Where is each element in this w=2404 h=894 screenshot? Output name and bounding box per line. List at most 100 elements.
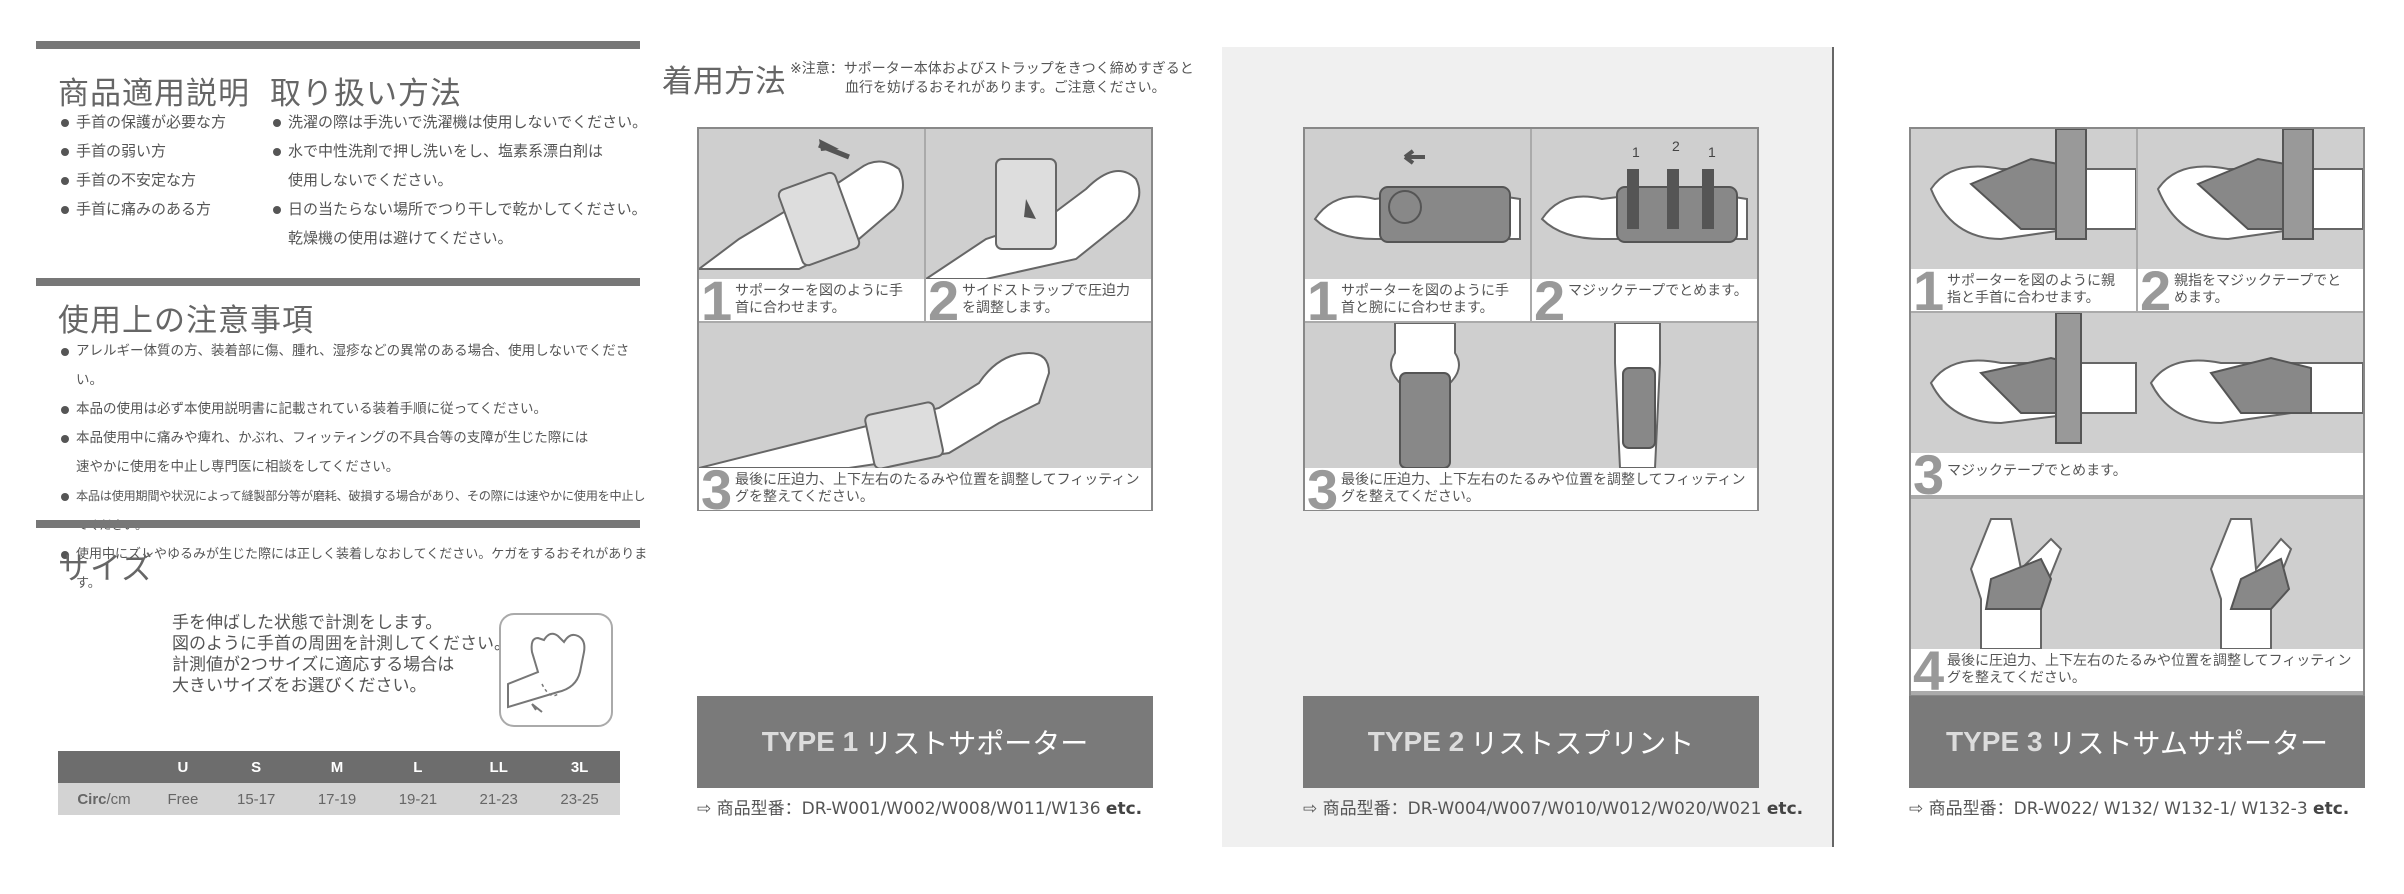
table-header: L [377, 751, 459, 783]
list-item: 乾燥機の使用は避けてください。 [288, 229, 513, 247]
row-label-unit: /cm [106, 790, 131, 808]
caution-list: アレルギー体質の方、装着部に傷、腫れ、湿疹などの異常のある場合、使用しないでくだ… [58, 337, 648, 598]
type-label: TYPE 1 [761, 726, 859, 757]
type3-step-grid: 1 サポーターを図のように親指と手首に合わせます。 2 親指をマジックテープでと… [1909, 127, 2365, 699]
model-suffix: etc. [1105, 799, 1143, 819]
arrow-icon: ⇨ [697, 799, 712, 819]
type3-step2-illustration [2138, 129, 2363, 269]
type3-step4-caption: 4 最後に圧迫力、上下左右のたるみや位置を調整してフィッティングを整えてください… [1911, 643, 2363, 699]
type3-model-number: ⇨ 商品型番：DR-W022/ W132/ W132-1/ W132-3 etc… [1909, 794, 2349, 819]
list-item: 本品使用中に痛みや痺れ、かぶれ、フィッティングの不具合等の支障が生じた際には [58, 424, 648, 453]
model-prefix: 商品型番： [716, 799, 802, 819]
instruction-line: 手を伸ばした状態で計測をします。 [172, 613, 443, 633]
row-label: Circ/cm [58, 783, 150, 815]
arrow-icon: ⇨ [1909, 799, 1924, 819]
type3-step2-caption: 2 親指をマジックテープでとめます。 [2138, 263, 2363, 319]
handling-list: 洗濯の際は手洗いで洗濯機は使用しないでください。 水で中性洗剤で押し洗いをし、塩… [270, 108, 647, 253]
type2-step3-illustration [1305, 323, 1757, 468]
list-item: 手首の保護が必要な方 [58, 108, 226, 137]
step-text: 最後に圧迫力、上下左右のたるみや位置を調整してフィッティングを整えてください。 [735, 472, 1140, 505]
type-name: リストサポーター [864, 727, 1089, 760]
table-header: U [150, 751, 216, 783]
model-codes: DR-W001/W002/W008/W011/W136 [801, 799, 1101, 819]
step-number: 3 [701, 458, 733, 521]
divider-bar [36, 278, 640, 286]
instruction-line: 図のように手首の周囲を計測してください。 [172, 634, 511, 654]
type-label: TYPE 2 [1367, 726, 1465, 757]
application-title: 商品適用説明 [58, 76, 250, 112]
table-cell: 19-21 [377, 783, 459, 815]
type2-step-grid: 1 2 1 1 サポーターを図のように手首と腕にに合わせます。 2 マジックテー… [1303, 127, 1759, 518]
model-suffix: etc. [2313, 799, 2350, 819]
table-cell: 15-17 [215, 783, 297, 815]
list-item: 本品の使用は必ず本使用説明書に記載されている装着手順に従ってください。 [58, 395, 648, 424]
step-text: 親指をマジックテープでとめます。 [2174, 273, 2342, 306]
top-divider-bar [36, 41, 640, 49]
panel-divider-line [1832, 47, 1834, 847]
strap-number: 1 [1632, 144, 1640, 160]
table-header: M [296, 751, 378, 783]
type3-step1-illustration [1911, 129, 2136, 269]
type2-step2-illustration: 1 2 1 [1532, 129, 1757, 279]
step-number: 1 [701, 269, 733, 332]
list-item: 本品は使用期間や状況によって縫製部分等が磨耗、破損する場合があり、その際には速や… [58, 482, 648, 540]
step-text: 最後に圧迫力、上下左右のたるみや位置を調整してフィッティングを整えてください。 [1341, 472, 1746, 505]
table-row: Circ/cm Free 15-17 17-19 19-21 21-23 23-… [58, 783, 620, 815]
list-item: 手首の不安定な方 [58, 166, 226, 195]
list-item: 使用しないでください。 [288, 171, 453, 189]
type-name: リストサムサポーター [2048, 727, 2328, 760]
table-cell: 17-19 [296, 783, 378, 815]
step-text: マジックテープでとめます。 [1568, 283, 1748, 299]
type2-step2-caption: 2 マジックテープでとめます。 [1532, 273, 1757, 329]
type1-step1-caption: 1 サポーターを図のように手首に合わせます。 [699, 273, 924, 329]
type1-step3-caption: 3 最後に圧迫力、上下左右のたるみや位置を調整してフィッティングを整えてください… [699, 462, 1151, 518]
wrist-measure-illustration [498, 612, 614, 728]
model-prefix: 商品型番： [1322, 799, 1408, 819]
instruction-line: 計測値が2つサイズに適応する場合は [172, 655, 455, 675]
type3-title-bar: TYPE 3 リストサムサポーター [1909, 696, 2365, 788]
type1-step-grid: 1 サポーターを図のように手首に合わせます。 2 サイドストラップで圧迫力を調整… [697, 127, 1153, 518]
type3-step1-caption: 1 サポーターを図のように親指と手首に合わせます。 [1911, 263, 2136, 319]
type-label: TYPE 3 [1946, 726, 2043, 757]
table-cell: 21-23 [458, 783, 540, 815]
instruction-line: 大きいサイズをお選びください。 [172, 676, 427, 696]
type2-model-number: ⇨ 商品型番：DR-W004/W007/W010/W012/W020/W021 … [1303, 794, 1803, 819]
step-text: サポーターを図のように手首に合わせます。 [735, 283, 903, 316]
wearing-title: 着用方法 [662, 64, 786, 100]
arrow-icon: ⇨ [1303, 799, 1318, 819]
type3-step3-caption: 3 マジックテープでとめます。 [1911, 447, 2363, 503]
step-number: 1 [1307, 269, 1339, 332]
step-number: 2 [928, 269, 960, 332]
type1-step2-illustration [926, 129, 1151, 279]
size-instructions: 手を伸ばした状態で計測をします。 図のように手首の周囲を計測してください。 計測… [172, 613, 511, 697]
strap-number: 1 [1708, 144, 1716, 160]
table-header-row: U S M L LL 3L [58, 751, 620, 783]
step-text: サイドストラップで圧迫力を調整します。 [962, 283, 1130, 316]
table-header: S [215, 751, 297, 783]
row-label-bold: Circ [77, 790, 107, 808]
type3-step3-illustration [1911, 313, 2363, 453]
model-prefix: 商品型番： [1928, 799, 2014, 819]
size-table: U S M L LL 3L Circ/cm Free 15-17 17-19 1… [58, 751, 620, 815]
type1-title-bar: TYPE 1 リストサポーター [697, 696, 1153, 788]
list-item: 手首に痛みのある方 [58, 195, 226, 224]
table-header: LL [458, 751, 540, 783]
step-text: 最後に圧迫力、上下左右のたるみや位置を調整してフィッティングを整えてください。 [1947, 653, 2352, 686]
model-suffix: etc. [1766, 799, 1804, 819]
strap-number: 2 [1672, 138, 1680, 154]
application-list: 手首の保護が必要な方 手首の弱い方 手首の不安定な方 手首に痛みのある方 [58, 108, 226, 224]
list-item: 水で中性洗剤で押し洗いをし、塩素系漂白剤は [270, 137, 647, 166]
table-cell: Free [150, 783, 216, 815]
type2-step3-caption: 3 最後に圧迫力、上下左右のたるみや位置を調整してフィッティングを整えてください… [1305, 462, 1757, 518]
step-number: 3 [1307, 458, 1339, 521]
list-item: アレルギー体質の方、装着部に傷、腫れ、湿疹などの異常のある場合、使用しないでくだ… [58, 337, 648, 395]
list-item: 使用中にズレやゆるみが生じた際には正しく装着しなおしてください。ケガをするおそれ… [58, 540, 648, 598]
table-cell: 23-25 [539, 783, 620, 815]
step-number: 3 [1913, 443, 1945, 506]
handling-title: 取り扱い方法 [270, 76, 462, 112]
table-header: 3L [539, 751, 620, 783]
table-header [58, 751, 150, 783]
type-name: リストスプリント [1470, 727, 1695, 760]
list-item: 日の当たらない場所でつり干しで乾かしてください。 [270, 195, 647, 224]
step-text: サポーターを図のように親指と手首に合わせます。 [1947, 273, 2115, 306]
